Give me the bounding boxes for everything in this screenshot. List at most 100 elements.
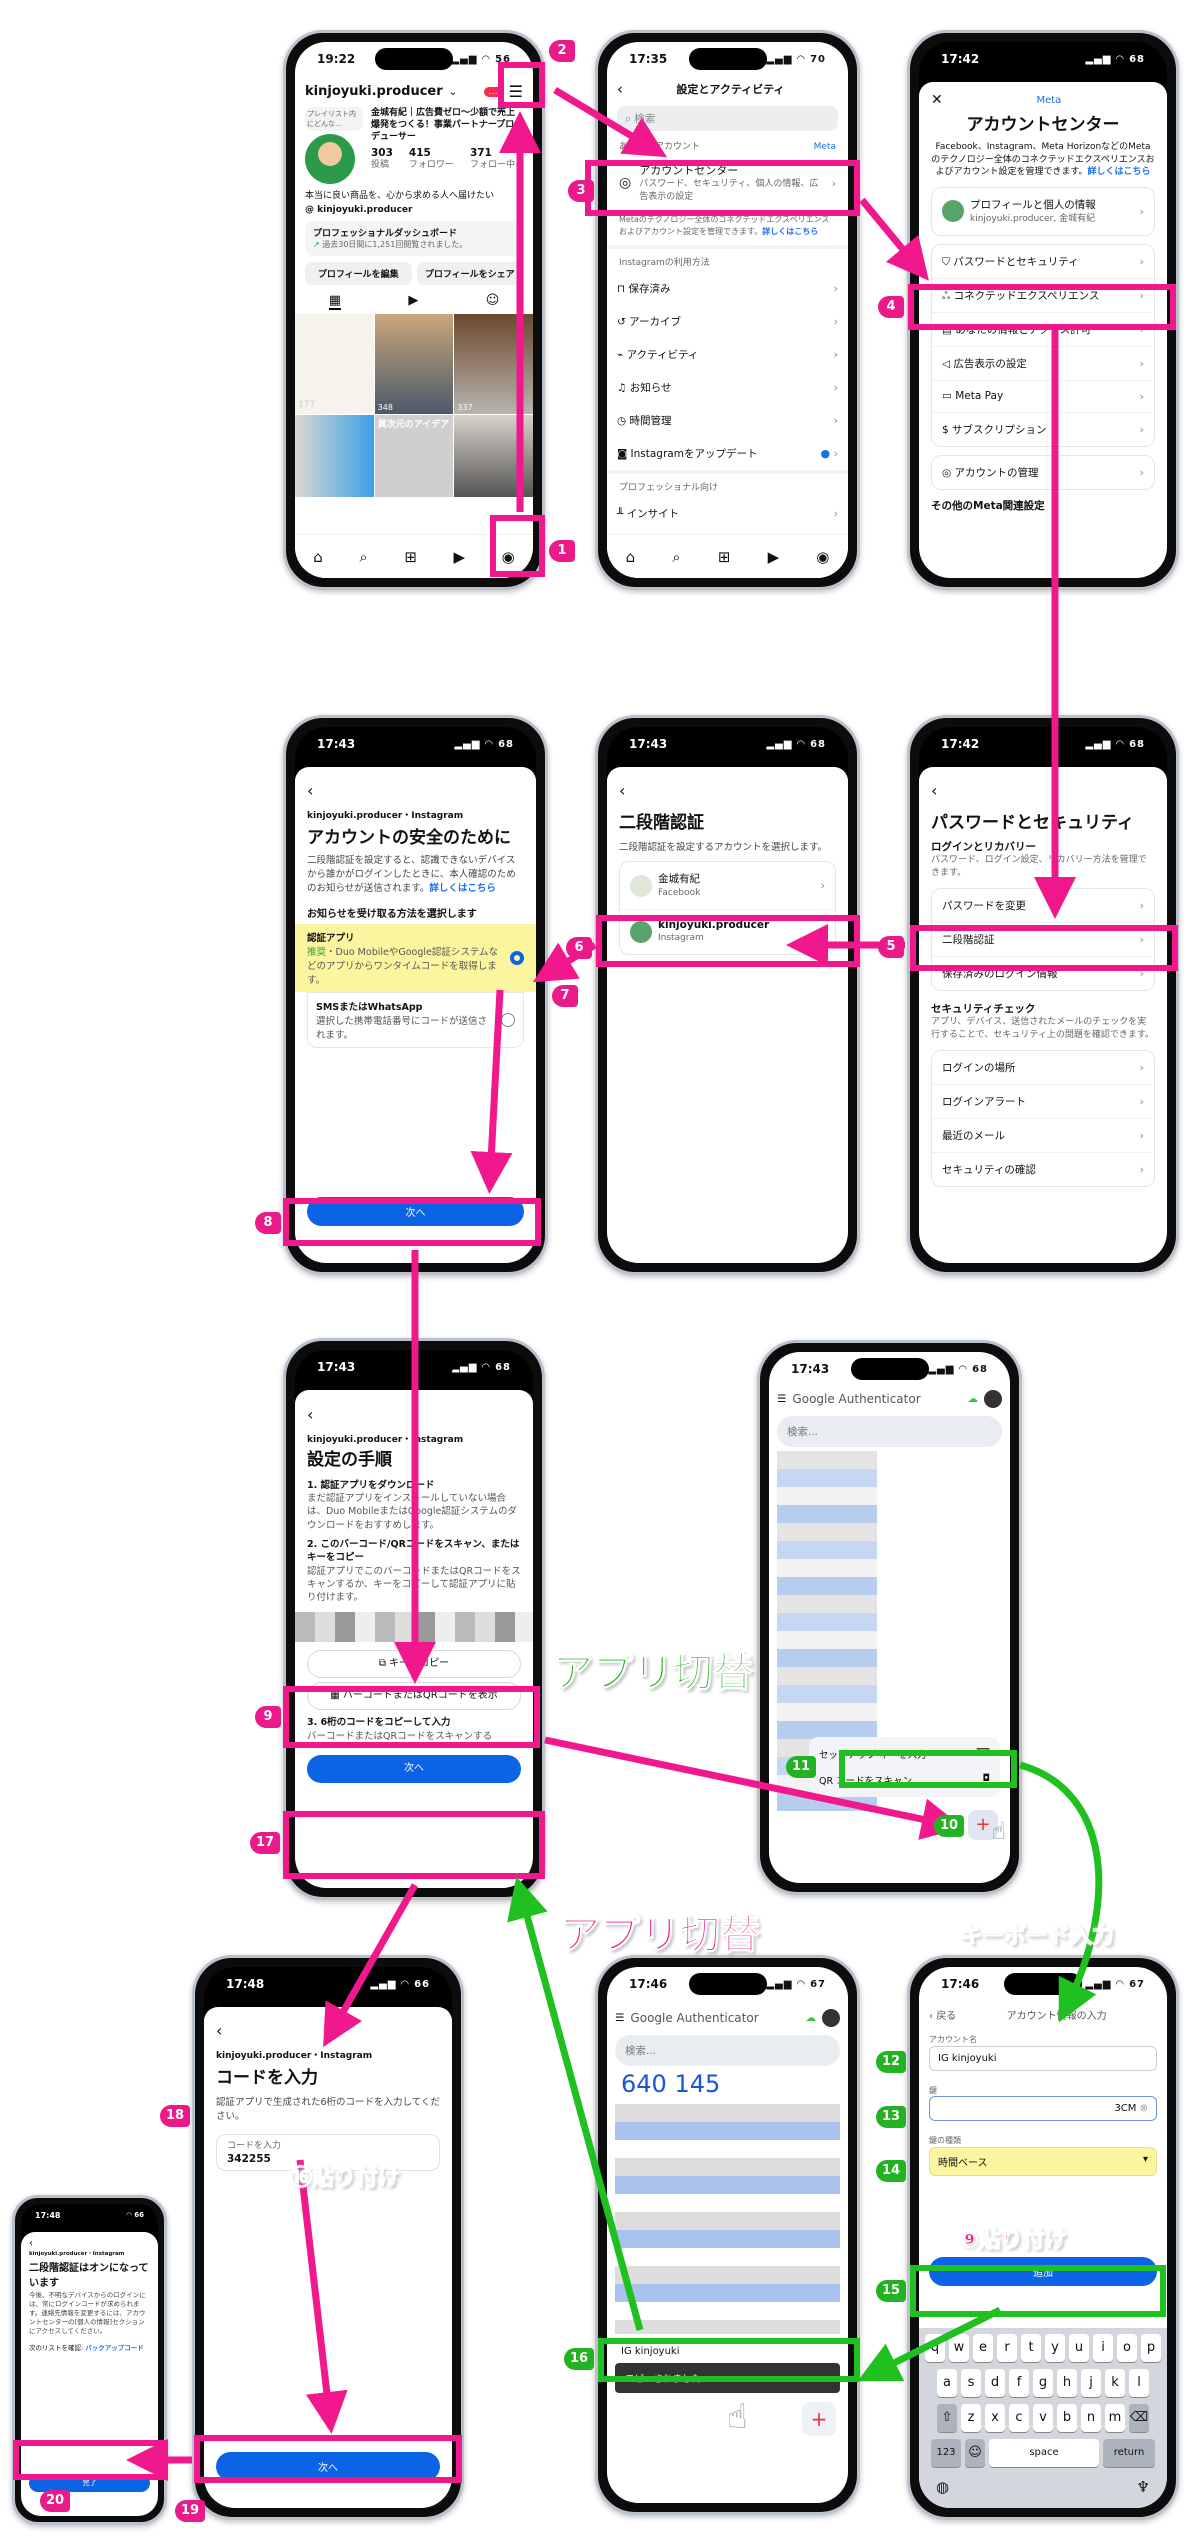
- key-l[interactable]: l: [1129, 2369, 1149, 2397]
- next-button[interactable]: 次へ: [307, 1755, 521, 1784]
- key-g[interactable]: g: [1033, 2369, 1053, 2397]
- key-type-select[interactable]: 時間ベース▾: [929, 2146, 1157, 2176]
- ad-preferences-item[interactable]: ◁ 広告表示の設定›: [932, 347, 1154, 381]
- tab-reels-icon[interactable]: ▶: [408, 292, 419, 308]
- key-x[interactable]: x: [985, 2404, 1005, 2432]
- key-u[interactable]: u: [1069, 2334, 1089, 2362]
- back-button[interactable]: ‹ 戻る: [929, 2011, 957, 2022]
- learn-more-link[interactable]: 詳しくはこちら: [429, 882, 496, 894]
- password-security-item[interactable]: ⛉ パスワードとセキュリティ›: [932, 245, 1154, 279]
- avatar[interactable]: [822, 2009, 840, 2027]
- key-o[interactable]: o: [1117, 2334, 1137, 2362]
- back-icon[interactable]: ‹: [931, 781, 938, 800]
- menu-item-activity[interactable]: ⌁ アクティビティ›: [617, 348, 838, 362]
- tab-tagged-icon[interactable]: ☺: [485, 292, 500, 308]
- add-fab[interactable]: +: [968, 1810, 998, 1840]
- key-b[interactable]: b: [1057, 2404, 1077, 2432]
- learn-more-link[interactable]: 詳しくはこちら: [762, 226, 819, 236]
- connected-experiences-item[interactable]: ஃ コネクテッドエクスペリエンス›: [932, 279, 1154, 313]
- share-profile-button[interactable]: プロフィールをシェア: [416, 261, 523, 285]
- search-icon[interactable]: ⌕: [672, 547, 681, 566]
- space-key[interactable]: space: [989, 2439, 1099, 2467]
- post-thumb[interactable]: [295, 414, 374, 497]
- mic-icon[interactable]: ♆: [1136, 2478, 1150, 2496]
- menu-item-saved[interactable]: ⊓ 保存済み›: [617, 282, 838, 296]
- key-t[interactable]: t: [1021, 2334, 1041, 2362]
- login-locations-item[interactable]: ログインの場所›: [932, 1051, 1154, 1086]
- key-f[interactable]: f: [1009, 2369, 1029, 2397]
- saved-login-item[interactable]: 保存済みのログイン情報›: [942, 967, 1144, 981]
- cloud-icon[interactable]: ☁: [967, 1393, 979, 1405]
- security-checkup-item[interactable]: セキュリティの確認›: [942, 1163, 1144, 1177]
- account-management-item[interactable]: ◎ アカウントの管理›: [942, 465, 1144, 479]
- key-h[interactable]: h: [1057, 2369, 1077, 2397]
- key-k[interactable]: k: [1105, 2369, 1125, 2397]
- key-r[interactable]: r: [997, 2334, 1017, 2362]
- reels-icon[interactable]: ▶: [453, 547, 466, 566]
- key-p[interactable]: p: [1141, 2334, 1161, 2362]
- back-icon[interactable]: ‹: [216, 2021, 223, 2040]
- add-button[interactable]: 追加: [929, 2257, 1157, 2286]
- key-y[interactable]: y: [1045, 2334, 1065, 2362]
- add-fab[interactable]: +: [802, 2402, 836, 2436]
- back-icon[interactable]: ‹: [29, 2238, 33, 2249]
- key-n[interactable]: n: [1081, 2404, 1101, 2432]
- key-i[interactable]: i: [1093, 2334, 1113, 2362]
- post-thumb[interactable]: [454, 414, 533, 497]
- radio-selected[interactable]: [510, 951, 524, 966]
- recent-emails-item[interactable]: 最近のメール›: [932, 1119, 1154, 1154]
- profile-username[interactable]: kinjoyuki.producer: [305, 84, 443, 99]
- done-button[interactable]: 完了: [29, 2474, 150, 2492]
- post-thumb[interactable]: 348: [374, 313, 454, 414]
- post-thumb[interactable]: 337: [454, 313, 533, 414]
- post-thumb[interactable]: 177: [295, 313, 374, 414]
- edit-profile-button[interactable]: プロフィールを編集: [305, 261, 412, 285]
- two-step-item[interactable]: 二段階認証›: [932, 923, 1154, 958]
- return-key[interactable]: return: [1103, 2439, 1155, 2467]
- enter-setup-key-item[interactable]: セットアップ キーを入力⌨: [819, 1747, 990, 1761]
- key-j[interactable]: j: [1081, 2369, 1101, 2397]
- backspace-key[interactable]: ⌫: [1129, 2404, 1149, 2432]
- key-input[interactable]: 3CM ⊗: [929, 2096, 1157, 2122]
- tab-grid-icon[interactable]: ▦: [328, 292, 341, 310]
- radio-unselected[interactable]: [501, 1013, 515, 1028]
- pro-dashboard[interactable]: プロフェッショナルダッシュボード ↗ 過去30日間に1,251回閲覧されました。: [305, 221, 523, 256]
- avatar[interactable]: [984, 1390, 1002, 1408]
- post-thumb[interactable]: 異次元のアイデア: [374, 414, 454, 497]
- cloud-icon[interactable]: ☁: [805, 2012, 817, 2024]
- back-icon[interactable]: ‹: [307, 781, 314, 800]
- show-qr-button[interactable]: ▦ バーコードまたはQRコードを表示: [307, 1682, 521, 1711]
- menu-item-update[interactable]: ◙ Instagramをアップデート● ›: [617, 447, 838, 461]
- key-d[interactable]: d: [985, 2369, 1005, 2397]
- account-name-input[interactable]: IG kinjoyuki: [929, 2045, 1157, 2071]
- change-password-item[interactable]: パスワードを変更›: [932, 889, 1154, 924]
- menu-item-insights[interactable]: ╨ インサイト›: [617, 507, 838, 521]
- next-button[interactable]: 次へ: [307, 1197, 524, 1226]
- hamburger-icon[interactable]: ☰: [777, 1393, 787, 1405]
- profile-tab-avatar[interactable]: ◉: [816, 547, 830, 566]
- reels-icon[interactable]: ▶: [767, 547, 780, 566]
- profile-tab-avatar[interactable]: ◉: [501, 547, 515, 566]
- info-permissions-item[interactable]: ▤ あなたの情報とアクセス許可›: [932, 313, 1154, 347]
- key-q[interactable]: q: [925, 2334, 945, 2362]
- menu-icon[interactable]: ☰: [508, 82, 523, 101]
- avatar[interactable]: [305, 134, 355, 185]
- menu-item-archive[interactable]: ↺ アーカイブ›: [617, 315, 838, 329]
- threads-notification[interactable]: …: [483, 86, 503, 97]
- key-s[interactable]: s: [961, 2369, 981, 2397]
- key-c[interactable]: c: [1009, 2404, 1029, 2432]
- otp-code[interactable]: 640 145: [621, 2070, 721, 2098]
- shift-key[interactable]: ⇧: [937, 2404, 957, 2432]
- key-v[interactable]: v: [1033, 2404, 1053, 2432]
- menu-item-time[interactable]: ◷ 時間管理›: [617, 414, 838, 428]
- meta-pay-item[interactable]: ▭ Meta Pay›: [932, 381, 1154, 413]
- emoji-key[interactable]: ☺: [965, 2439, 985, 2467]
- next-button[interactable]: 次へ: [216, 2452, 440, 2481]
